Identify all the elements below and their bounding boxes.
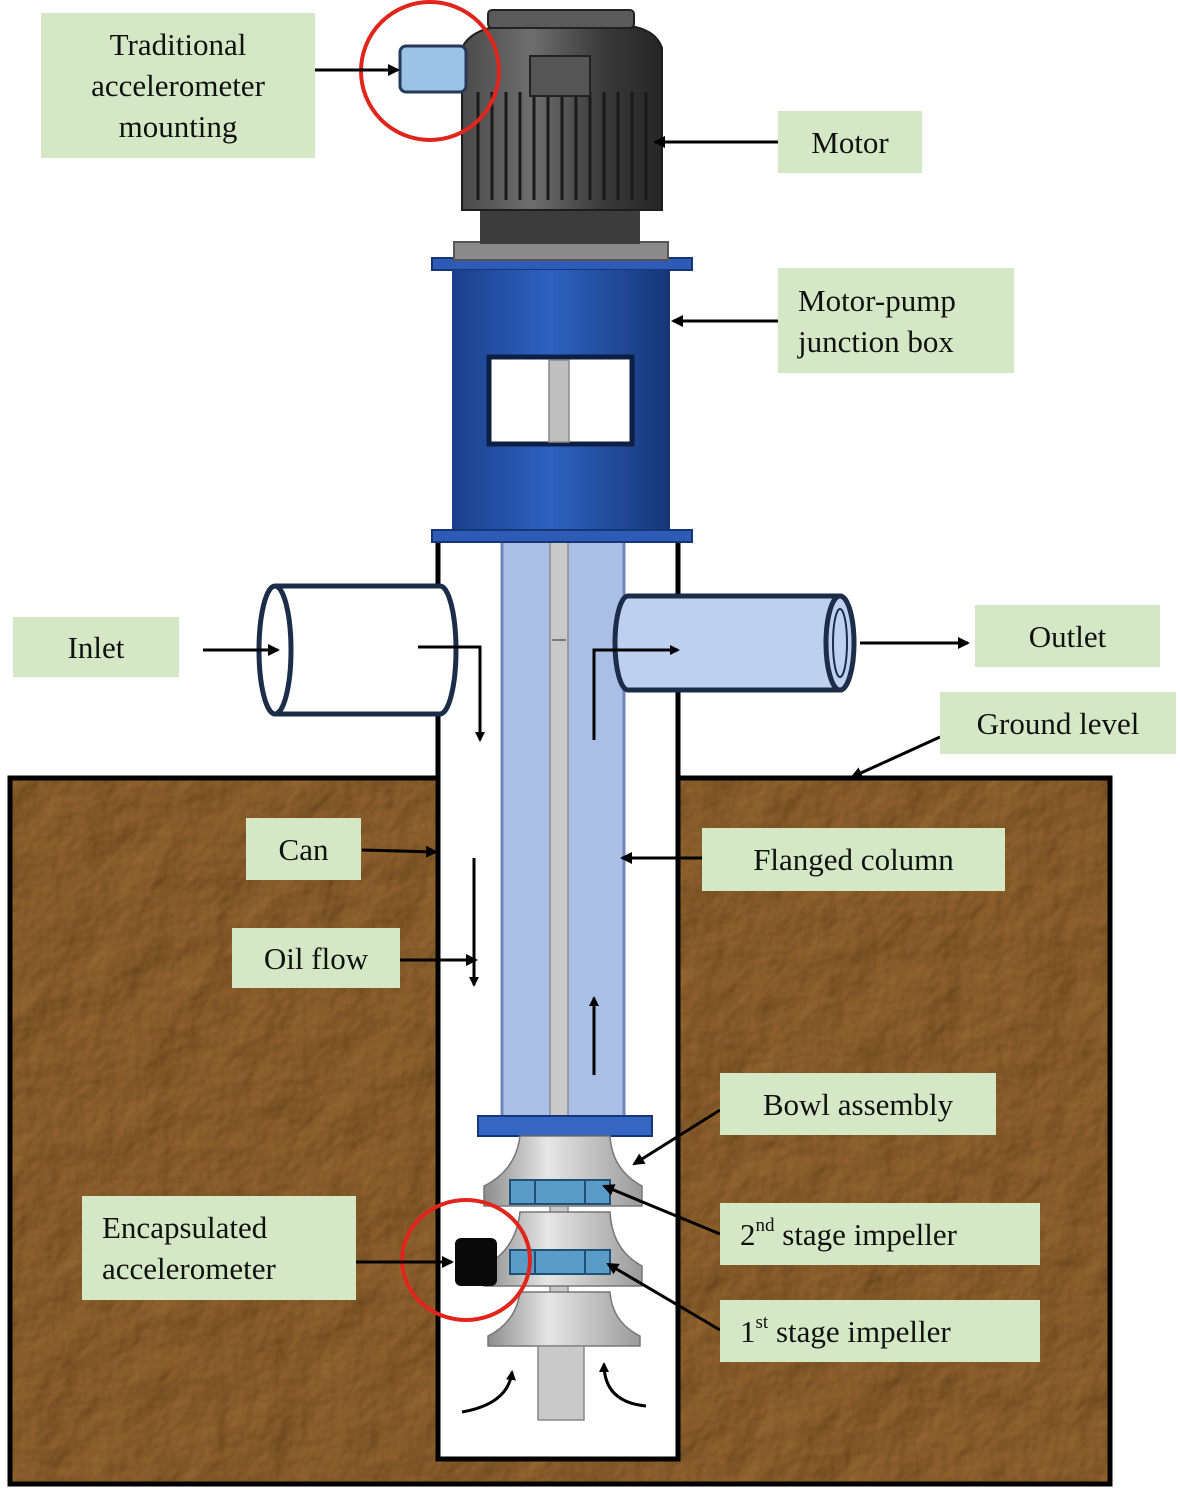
ground-level-label: Ground level — [940, 692, 1176, 754]
traditional-accelerometer-label: Traditional accelerometer mounting — [41, 13, 315, 158]
first-stage-impeller-label: 1st stage impeller — [720, 1300, 1040, 1362]
can-label: Can — [246, 818, 361, 880]
encapsulated-accelerometer-sensor — [455, 1238, 497, 1286]
outlet-label: Outlet — [975, 605, 1160, 667]
motor — [453, 9, 669, 261]
junction-box — [431, 257, 693, 543]
inlet-label: Inlet — [13, 617, 179, 677]
oil-flow-label: Oil flow — [232, 928, 400, 988]
traditional-accelerometer-sensor — [398, 44, 468, 94]
encapsulated-accelerometer-label: Encapsulated accelerometer — [82, 1196, 356, 1300]
outlet-pipe — [612, 593, 857, 693]
flanged-column-label: Flanged column — [702, 828, 1005, 891]
encapsulated-highlight-circle — [400, 1198, 532, 1322]
bowl-assembly-label: Bowl assembly — [720, 1073, 996, 1135]
leader-arrows — [203, 64, 970, 1332]
inlet-pipe — [256, 583, 459, 717]
junction-box-label: Motor-pump junction box — [778, 268, 1014, 373]
second-stage-impeller-label: 2nd stage impeller — [720, 1203, 1040, 1265]
motor-label: Motor — [778, 111, 922, 173]
